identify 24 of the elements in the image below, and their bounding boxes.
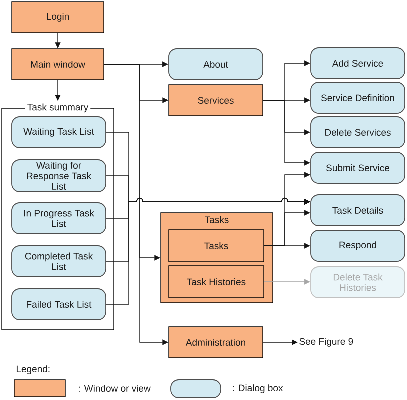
note-text: See Figure 9 — [300, 338, 354, 347]
arrow — [263, 340, 298, 346]
box: Login — [12, 2, 104, 34]
rounded-box: Respond — [310, 230, 406, 262]
rounded-box: Service Definition — [310, 82, 406, 114]
rounded-box: Failed Task List — [12, 288, 106, 320]
rounded-box: Completed Task List — [12, 246, 106, 278]
rounded-box: Waiting Task List — [12, 116, 106, 148]
box: Services — [168, 84, 264, 116]
legend-text: : Window or view — [79, 385, 151, 392]
rounded-box: In Progress Task List — [12, 202, 106, 234]
legend-heading: Legend: — [16, 366, 50, 374]
rounded-box: Delete Services — [310, 116, 406, 148]
box: Tasks — [168, 230, 264, 262]
box: Administration — [168, 326, 264, 358]
box: Task Histories — [168, 266, 264, 298]
rounded-box: Task Details — [310, 194, 406, 226]
legend-text: : Dialog box — [233, 384, 284, 394]
rounded-box: Add Service — [310, 48, 406, 80]
rounded-box: Waiting for Response Task List — [12, 160, 106, 192]
box: Main window — [12, 48, 104, 80]
rounded-box: Delete Task Histories — [310, 266, 406, 298]
rounded-box: About — [168, 48, 264, 80]
rounded-box: Submit Service — [310, 152, 406, 184]
